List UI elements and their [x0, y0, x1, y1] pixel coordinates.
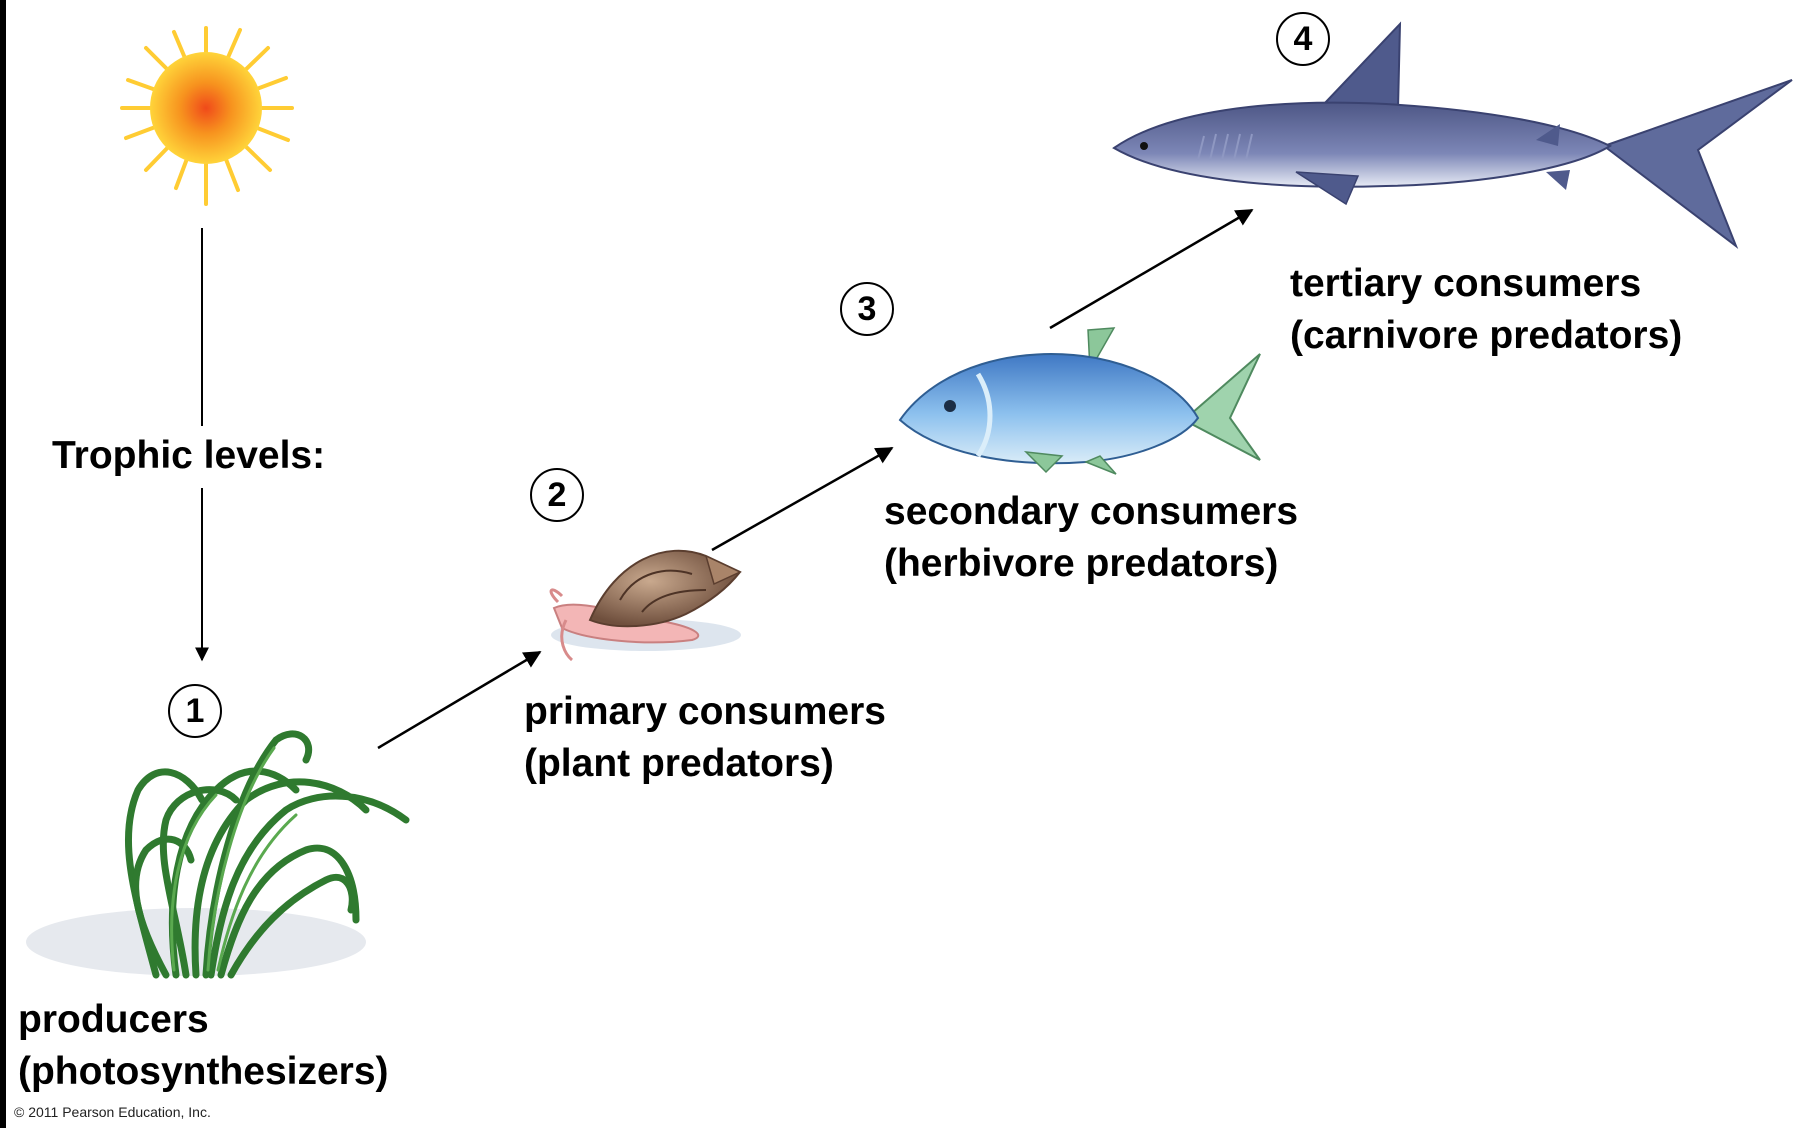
- level-3-name: secondary consumers: [884, 486, 1298, 538]
- fish-icon: [900, 328, 1260, 474]
- level-2-description: (plant predators): [524, 738, 886, 790]
- level-4-name: tertiary consumers: [1290, 258, 1682, 310]
- snail-icon: [551, 551, 741, 660]
- arrow-2-to-3: [712, 448, 892, 550]
- diagram-title: Trophic levels:: [52, 430, 325, 482]
- level-1-description: (photosynthesizers): [18, 1046, 389, 1098]
- arrow-3-to-4: [1050, 210, 1252, 328]
- level-3-badge: 3: [840, 282, 894, 336]
- sun-icon: [122, 28, 292, 204]
- level-3-label: secondary consumers (herbivore predators…: [884, 486, 1298, 590]
- copyright-notice: © 2011 Pearson Education, Inc.: [14, 1104, 211, 1120]
- level-2-label: primary consumers (plant predators): [524, 686, 886, 790]
- level-1-name: producers: [18, 994, 389, 1046]
- level-2-name: primary consumers: [524, 686, 886, 738]
- level-1-label: producers (photosynthesizers): [18, 994, 389, 1098]
- shark-icon: [1114, 24, 1792, 246]
- level-4-badge: 4: [1276, 12, 1330, 66]
- arrow-1-to-2: [378, 652, 540, 748]
- level-3-description: (herbivore predators): [884, 538, 1298, 590]
- trophic-diagram: Trophic levels: 1 2 3 4 producers (photo…: [6, 0, 1807, 1128]
- level-1-badge: 1: [168, 684, 222, 738]
- level-4-label: tertiary consumers (carnivore predators): [1290, 258, 1682, 362]
- level-4-description: (carnivore predators): [1290, 310, 1682, 362]
- seagrass-icon: [26, 734, 406, 976]
- level-2-badge: 2: [530, 468, 584, 522]
